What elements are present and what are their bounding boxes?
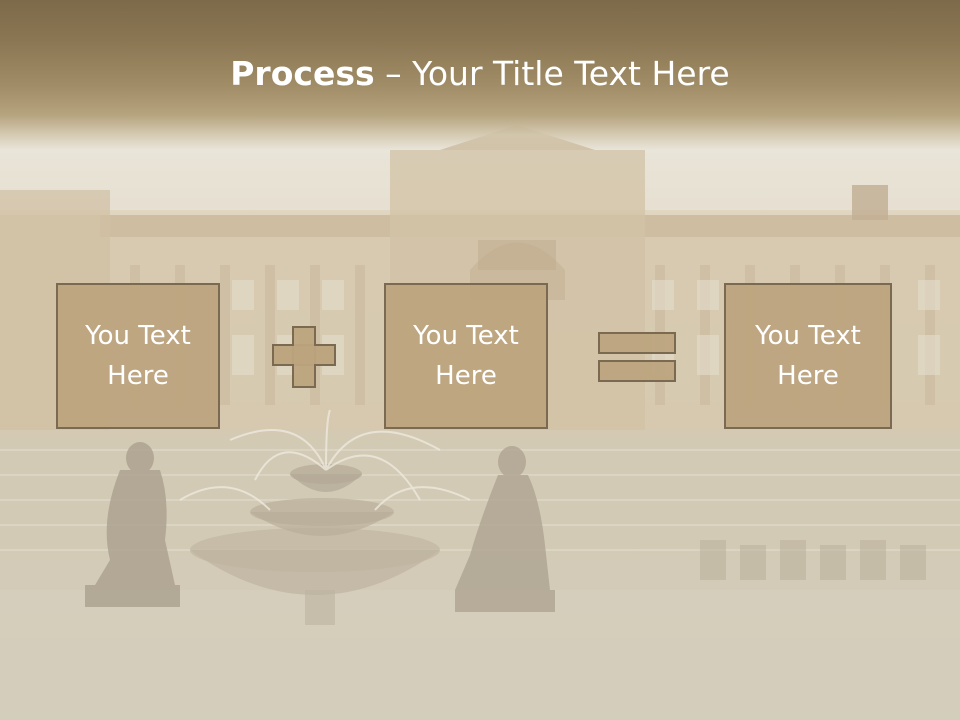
equals-icon: [598, 332, 676, 354]
process-box-1[interactable]: You Text Here: [56, 283, 220, 429]
process-box-2[interactable]: You Text Here: [384, 283, 548, 429]
process-box-3-line2: Here: [777, 361, 839, 391]
header-band: [0, 0, 960, 150]
equals-icon-lower-bar: [598, 360, 676, 382]
title-rest-text: – Your Title Text Here: [374, 54, 730, 93]
process-box-3[interactable]: You Text Here: [724, 283, 892, 429]
plus-icon-center: [274, 346, 334, 364]
title-bold-text: Process: [230, 54, 375, 93]
process-box-1-line2: Here: [107, 361, 169, 391]
slide-title[interactable]: Process – Your Title Text Here: [0, 52, 960, 96]
process-box-2-line2: Here: [435, 361, 497, 391]
process-box-3-line1: You Text: [755, 321, 861, 351]
process-box-2-line1: You Text: [413, 321, 519, 351]
process-box-1-line1: You Text: [85, 321, 191, 351]
